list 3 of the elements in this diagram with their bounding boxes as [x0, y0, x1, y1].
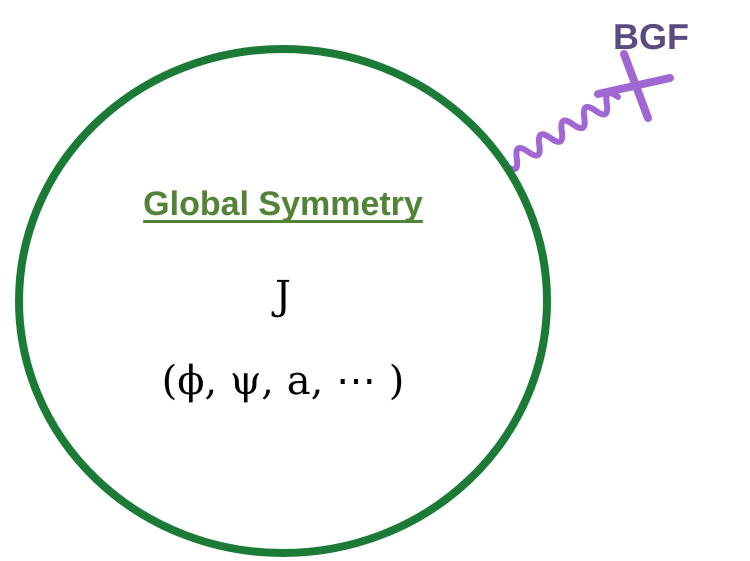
field-list: (ϕ, ψ, a, ⋯ ) [162, 358, 404, 404]
label: BGF [613, 16, 689, 58]
heading: Global Symmetry [143, 185, 423, 223]
